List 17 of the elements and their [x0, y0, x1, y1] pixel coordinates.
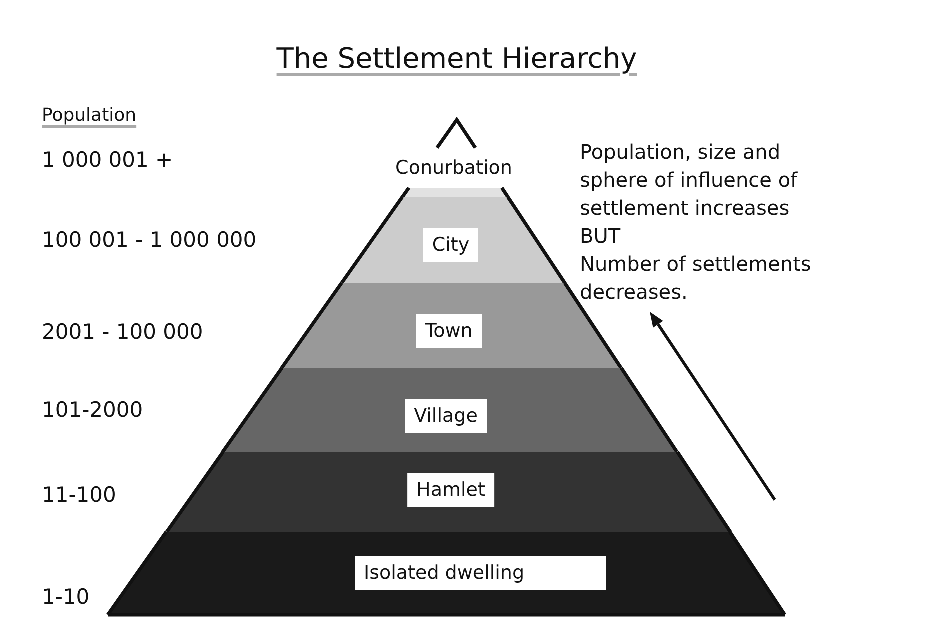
- note-text: Number of settlements decreases.: [580, 251, 812, 306]
- population-range: 1 000 001 +: [42, 148, 174, 172]
- tier-label: City: [423, 228, 479, 262]
- population-range: 2001 - 100 000: [42, 320, 204, 344]
- population-range: 101-2000: [42, 398, 144, 422]
- note-text: Population, size and sphere of influence of settlement increases: [580, 139, 799, 222]
- tier-label: Village: [405, 399, 487, 433]
- tier-label: Conurbation: [394, 156, 514, 181]
- tier-label: Isolated dwelling: [355, 556, 606, 590]
- note-text: BUT: [580, 223, 621, 250]
- population-range: 100 001 - 1 000 000: [42, 228, 257, 252]
- column-heading: Population: [42, 105, 137, 126]
- diagram-title: The Settlement Hierarchy: [276, 42, 638, 75]
- tier-label: Hamlet: [408, 473, 494, 507]
- population-range: 1-10: [42, 585, 90, 609]
- tier-label: Town: [416, 314, 482, 348]
- population-range: 11-100: [42, 483, 116, 507]
